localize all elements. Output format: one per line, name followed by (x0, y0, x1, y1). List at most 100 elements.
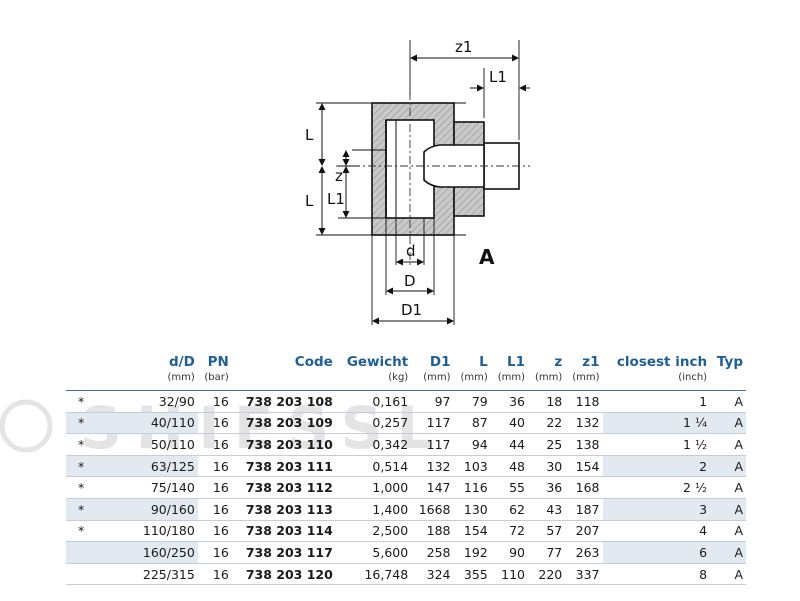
cell-inch: 1 (602, 390, 711, 413)
cell-l: 192 (453, 541, 491, 564)
cell-z1: 138 (565, 433, 603, 456)
column-unit-l1: (mm) (490, 370, 529, 391)
cell-star: * (66, 455, 133, 478)
cell-pn: 16 (197, 563, 232, 586)
cell-dd: 90/160 (133, 498, 198, 521)
column-unit-gewicht: (kg) (335, 370, 412, 391)
watermark-snowflake-icon (0, 399, 53, 453)
cell-typ: A (710, 433, 746, 456)
cell-l1: 48 (490, 455, 529, 478)
column-unit-z: (mm) (528, 370, 566, 391)
cell-d1: 97 (411, 390, 454, 413)
cell-star (66, 541, 133, 564)
cell-inch: 6 (602, 541, 711, 564)
cell-dd: 110/180 (133, 520, 198, 543)
cell-d1: 147 (411, 476, 454, 499)
cell-gewicht: 1,000 (335, 476, 412, 499)
cell-z1: 118 (565, 390, 603, 413)
cell-gewicht: 5,600 (335, 541, 412, 564)
column-header-z1: z1 (582, 354, 600, 370)
column-header-code: Code (294, 354, 333, 370)
cell-star: * (66, 520, 133, 543)
cell-typ: A (710, 390, 746, 413)
column-header-z: z (554, 354, 563, 370)
cell-l1: 44 (490, 433, 529, 456)
cell-d1: 1668 (411, 498, 454, 521)
cell-pn: 16 (197, 498, 232, 521)
dim-label-l1-top: L1 (489, 68, 507, 86)
column-header-dd: d/D (169, 354, 195, 370)
column-header-star (66, 352, 133, 370)
cell-code: 738 203 117 (231, 541, 336, 564)
cell-l1: 36 (490, 390, 529, 413)
cell-typ: A (710, 541, 746, 564)
cell-l1: 62 (490, 498, 529, 521)
cell-d1: 117 (411, 412, 454, 435)
cell-l1: 90 (490, 541, 529, 564)
cell-l: 130 (453, 498, 491, 521)
cell-z1: 187 (565, 498, 603, 521)
unit-row: (mm)(bar)(kg)(mm)(mm)(mm)(mm)(mm)(inch) (66, 370, 746, 391)
column-unit-star (66, 370, 133, 391)
cell-l1: 40 (490, 412, 529, 435)
column-unit-inch: (inch) (602, 370, 711, 391)
type-label: A (479, 245, 495, 269)
cell-z1: 168 (565, 476, 603, 499)
cell-z1: 207 (565, 520, 603, 543)
column-header-pn: PN (207, 354, 229, 370)
cell-z: 22 (528, 412, 566, 435)
cell-l: 103 (453, 455, 491, 478)
column-unit-typ (710, 370, 746, 391)
column-unit-pn: (bar) (197, 370, 232, 391)
cell-inch: 1 ½ (602, 433, 711, 456)
cell-z: 57 (528, 520, 566, 543)
cell-pn: 16 (197, 541, 232, 564)
cell-l1: 55 (490, 476, 529, 499)
cell-z: 43 (528, 498, 566, 521)
cell-z1: 337 (565, 563, 603, 586)
cell-gewicht: 0,514 (335, 455, 412, 478)
cell-pn: 16 (197, 476, 232, 499)
cell-star (66, 563, 133, 586)
cell-code: 738 203 120 (231, 563, 336, 586)
cell-code: 738 203 113 (231, 498, 336, 521)
cell-inch: 8 (602, 563, 711, 586)
cell-gewicht: 2,500 (335, 520, 412, 543)
cell-inch: 2 (602, 455, 711, 478)
cell-z: 77 (528, 541, 566, 564)
cell-typ: A (710, 563, 746, 586)
cell-star: * (66, 390, 133, 413)
cell-z1: 132 (565, 412, 603, 435)
cell-dd: 40/110 (133, 412, 198, 435)
cell-typ: A (710, 520, 746, 543)
cell-l: 355 (453, 563, 491, 586)
cell-star: * (66, 476, 133, 499)
dim-label-z: z (335, 167, 343, 185)
column-header-gewicht: Gewicht (346, 354, 409, 370)
cell-gewicht: 0,161 (335, 390, 412, 413)
cell-dd: 75/140 (133, 476, 198, 499)
cell-star: * (66, 498, 133, 521)
cell-code: 738 203 111 (231, 455, 336, 478)
column-header-inch: closest inch (616, 354, 708, 370)
cell-z: 36 (528, 476, 566, 499)
dim-label-d-large: D (404, 272, 416, 290)
cell-dd: 32/90 (133, 390, 198, 413)
cell-l1: 72 (490, 520, 529, 543)
dim-label-d1: D1 (401, 301, 422, 319)
column-header-typ: Typ (716, 354, 743, 370)
dim-label-l-lower: L (305, 192, 314, 210)
cell-d1: 258 (411, 541, 454, 564)
dim-label-l-upper: L (305, 126, 314, 144)
dim-label-l1-side: L1 (327, 190, 345, 208)
cell-d1: 132 (411, 455, 454, 478)
cell-pn: 16 (197, 390, 232, 413)
cell-typ: A (710, 455, 746, 478)
